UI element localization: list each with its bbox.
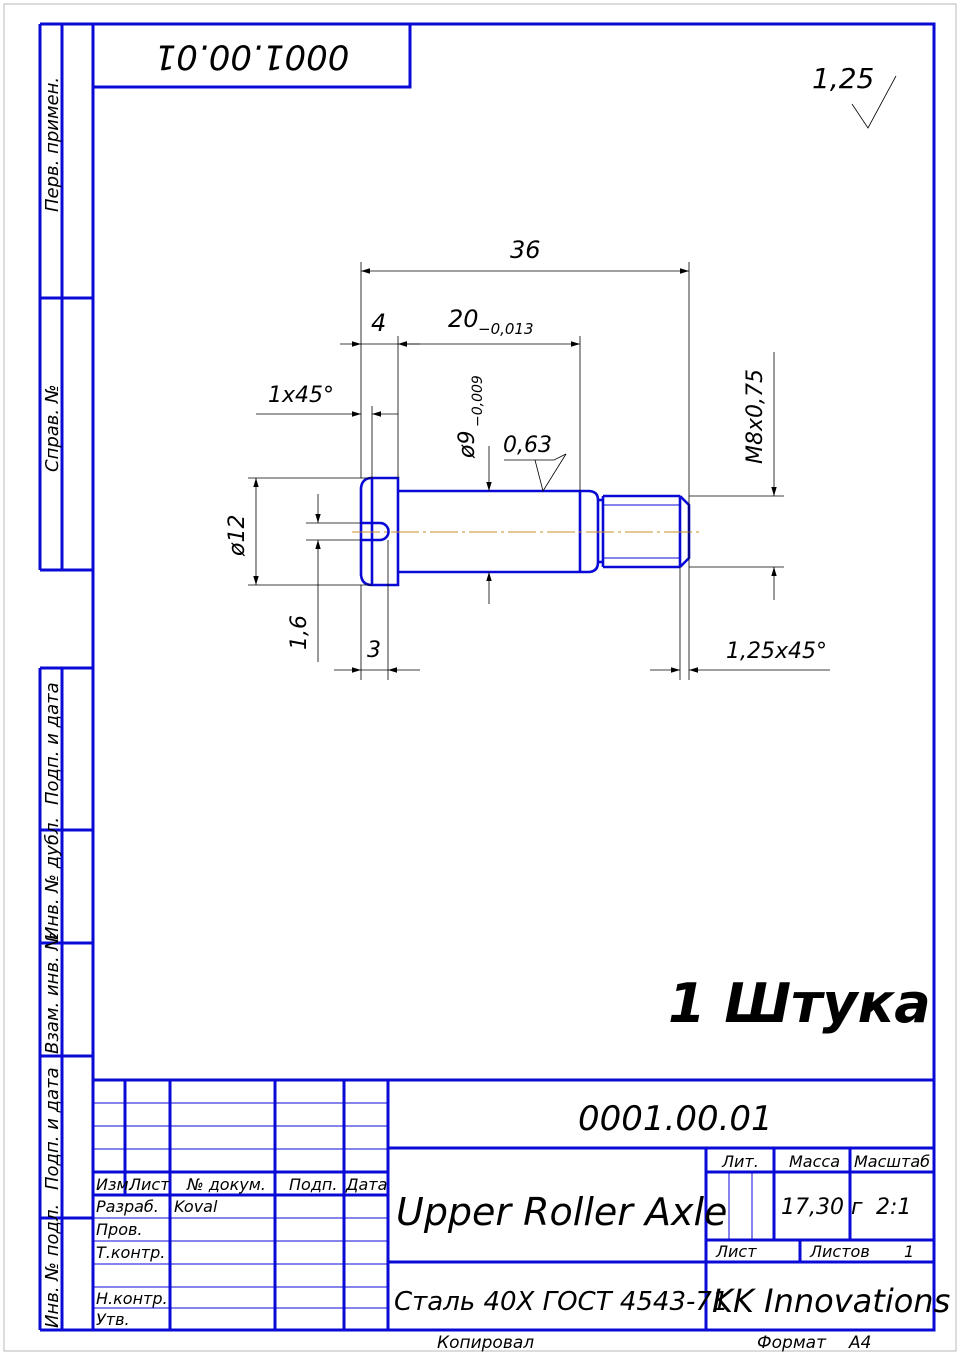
dimension-head-chamfer-label: 1x45° xyxy=(268,383,334,408)
dimension-shank-diameter-label: ø9 xyxy=(455,431,480,459)
dimension-total-length-label: 36 xyxy=(510,236,541,264)
dimension-slot-width-label: 3 xyxy=(367,638,381,663)
dimension-shank-diameter: ø9 −0,009 xyxy=(455,375,492,604)
side-label-podp-data-bottom: Подп. и дата xyxy=(42,1067,63,1190)
title-block-thin-lines xyxy=(93,1102,753,1309)
main-frame xyxy=(38,22,936,1332)
dimension-head-width-label: 4 xyxy=(371,309,386,337)
dimension-slot-depth-label: 1,6 xyxy=(287,615,312,650)
dimension-slot-width: 3 xyxy=(334,540,420,680)
col-date-label: Дата xyxy=(345,1175,387,1194)
doc-number: 0001.00.01 xyxy=(578,1099,773,1139)
roughness-shank-label: 0,63 xyxy=(503,433,552,458)
side-label-inv-dubl: Инв. № дубл. xyxy=(42,817,63,940)
dimension-shank-diameter-tol: −0,009 xyxy=(470,375,486,427)
side-label-vzam-inv: Взам. инв. № xyxy=(42,932,63,1054)
side-label-podp-data-top: Подп. и дата xyxy=(42,682,63,805)
format-value: A4 xyxy=(848,1333,871,1353)
dimension-thread-label: M8x0,75 xyxy=(743,369,768,464)
row-utv-label: Утв. xyxy=(96,1310,130,1329)
dimension-thread-chamfer: 1,25x45° xyxy=(650,567,830,680)
roughness-shank: 0,63 xyxy=(503,433,567,493)
top-doc-number: 0001.00.01 xyxy=(155,37,350,77)
row-tkontr-label: Т.контр. xyxy=(96,1243,165,1262)
row-prov-label: Пров. xyxy=(96,1220,143,1239)
dimension-shank-length: 20 −0,013 xyxy=(398,305,581,491)
material: Сталь 40X ГОСТ 4543-71 xyxy=(394,1287,728,1317)
row-nkontr-label: Н.контр. xyxy=(96,1289,168,1308)
side-label-perv-primen: Перв. примен. xyxy=(42,77,63,212)
col-sign-label: Подп. xyxy=(289,1175,337,1194)
dimension-total-length: 36 xyxy=(360,236,690,680)
col-doc-label: № докум. xyxy=(186,1175,266,1194)
scale-value: 2:1 xyxy=(876,1195,911,1220)
title-block-grid xyxy=(93,1078,934,1330)
roughness-value: 1,25 xyxy=(812,62,874,95)
format-label: Формат xyxy=(757,1333,827,1353)
dimension-head-width: 4 xyxy=(340,309,420,478)
side-label-sprav-no: Справ. № xyxy=(42,384,63,472)
col-list-label: Лист xyxy=(128,1175,170,1194)
row-razrab-label: Разраб. xyxy=(96,1197,159,1216)
mass-value: 17,30 г xyxy=(781,1195,863,1220)
sheets-label: Листов xyxy=(809,1242,870,1261)
dimension-thread: M8x0,75 xyxy=(689,352,784,600)
dimension-head-diameter: ø12 xyxy=(225,477,372,586)
sheets-value: 1 xyxy=(904,1242,914,1261)
sheet-label: Лист xyxy=(715,1242,757,1261)
sheet-border xyxy=(3,3,957,1352)
part-title: Upper Roller Axle xyxy=(396,1190,727,1234)
side-label-inv-podl: Инв. № подл. xyxy=(42,1204,63,1328)
dimension-head-chamfer: 1x45° xyxy=(256,383,398,478)
dimension-head-diameter-label: ø12 xyxy=(225,515,250,557)
roughness-symbol: 1,25 xyxy=(812,62,897,129)
copied-label: Копировал xyxy=(437,1333,534,1353)
company-name: KK Innovations xyxy=(712,1282,950,1320)
dimension-shank-length-tol: −0,013 xyxy=(478,320,534,338)
mass-label: Масса xyxy=(789,1152,840,1171)
dimension-slot-depth: 1,6 xyxy=(287,494,361,662)
lit-label: Лит. xyxy=(721,1152,759,1171)
col-izm-label: Изм. xyxy=(96,1175,134,1194)
scale-label: Масштаб xyxy=(854,1152,930,1171)
quantity-note: 1 Штука xyxy=(668,972,931,1035)
row-razrab-name: Koval xyxy=(174,1197,218,1216)
dimension-thread-chamfer-label: 1,25x45° xyxy=(726,639,827,664)
dimension-shank-length-label: 20 xyxy=(448,305,479,333)
